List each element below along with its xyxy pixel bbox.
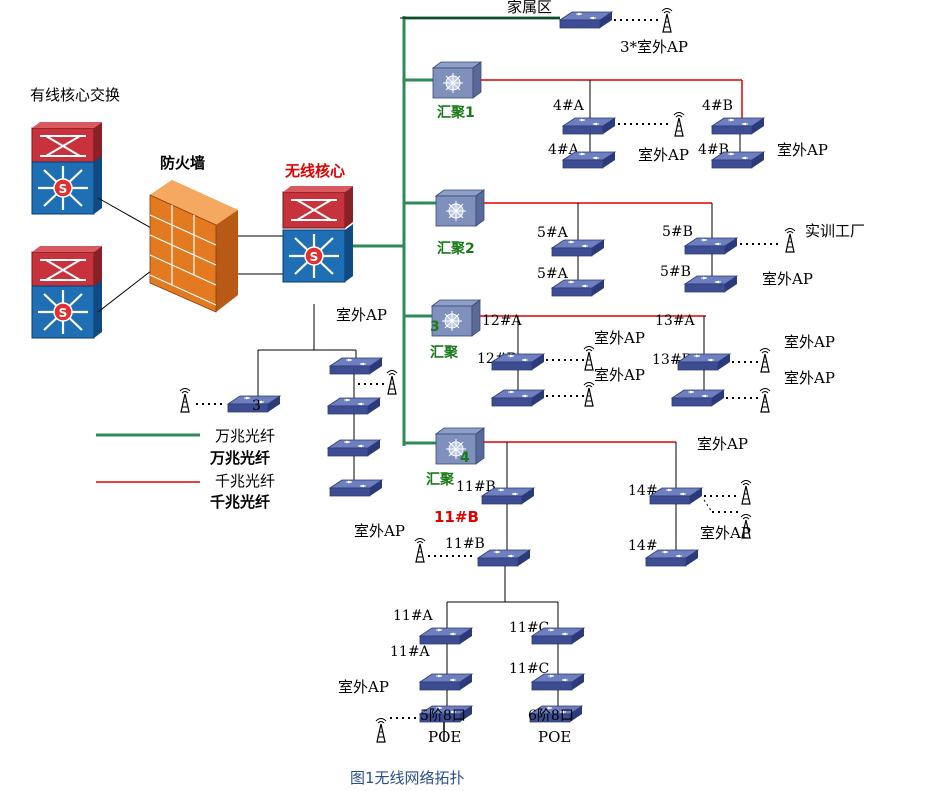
b5a-label-1: 5#A <box>537 225 569 241</box>
wired-core-switch-2 <box>30 245 104 340</box>
wcore-chain-switch-2 <box>327 397 381 415</box>
b13-ap1-label: 室外AP <box>784 333 835 351</box>
b11b-label-1: 11#B <box>456 479 496 495</box>
b11b-ap-icon <box>414 537 426 563</box>
b14-switch-2 <box>645 549 699 567</box>
wcore-left-ap-icon <box>179 387 191 413</box>
wired-core-label: 有线核心交换 <box>30 86 120 104</box>
b12a-label: 12#A <box>482 313 523 329</box>
b4b-switch-2 <box>711 151 765 169</box>
b11a-switch-1 <box>419 627 473 645</box>
b14-ap1-icon <box>740 479 752 505</box>
b11b-switch-1 <box>481 487 535 505</box>
aggregation-2-label: 汇聚2 <box>437 241 475 257</box>
b12-switch-2 <box>491 389 545 407</box>
b12-ap2-icon <box>583 381 595 407</box>
family-ap-label: 3*室外AP <box>620 38 688 56</box>
legend-10g-label: 万兆光纤 <box>215 427 275 445</box>
b13-switch-2 <box>671 389 725 407</box>
family-ap-icon <box>661 7 673 33</box>
b5b-switch-1 <box>684 237 738 255</box>
legend-10g-bold-label: 万兆光纤 <box>209 449 270 467</box>
aggregation-4-label: 汇聚 <box>426 472 455 488</box>
b11b-ap-label: 室外AP <box>354 522 405 540</box>
b4a-switch-2 <box>562 151 616 169</box>
wcore-chain-ap-icon <box>386 369 398 395</box>
b12-switch-1 <box>491 353 545 371</box>
b5b-label-2: 5#B <box>660 264 691 280</box>
b13-ap1-icon <box>759 347 771 373</box>
legend-1g-bold-label: 千兆光纤 <box>210 493 270 511</box>
b11b-red-label: 11#B <box>434 508 479 526</box>
b5b-label-1: 5#B <box>662 224 693 240</box>
b11c-switch-1 <box>531 627 585 645</box>
b13-ap2-label: 室外AP <box>784 369 835 387</box>
wcore-chain-switch-4 <box>329 479 383 497</box>
legend-1g-label: 千兆光纤 <box>215 472 275 490</box>
b5a-switch-1 <box>551 239 605 257</box>
wcore-left-num: 3 <box>252 398 261 414</box>
training-factory-label: 实训工厂 <box>805 222 865 240</box>
b14-ap-label: 室外AP <box>700 524 751 542</box>
b5a-label-2: 5#A <box>537 266 569 282</box>
agg1-gig-fiber <box>481 79 743 120</box>
b11b-label-2: 11#B <box>445 536 485 552</box>
firewall-label: 防火墙 <box>160 154 205 172</box>
b5a-switch-2 <box>551 279 605 297</box>
legend: 万兆光纤 万兆光纤 千兆光纤 千兆光纤 <box>96 427 275 511</box>
b11a-ap-label: 室外AP <box>338 678 389 696</box>
agg4-ap-label: 室外AP <box>697 435 748 453</box>
b5b-ap-label: 室外AP <box>762 270 813 288</box>
family-area-label: 家属区 <box>507 0 552 16</box>
b4a-label-1: 4#A <box>553 98 585 114</box>
b5b-ap-icon <box>784 227 796 253</box>
poe5-ports-label: 5阶8口 <box>420 708 466 724</box>
aggregation-2-switch <box>435 189 485 227</box>
b11a-label-2: 11#A <box>390 644 431 660</box>
b11b-switch-2 <box>477 549 531 567</box>
b14-label-1: 14# <box>628 483 658 499</box>
wireless-core-switch <box>281 185 355 284</box>
aggregation-3-label: 汇聚 <box>430 345 459 361</box>
b11c-switch-2 <box>531 673 585 691</box>
wireless-core-label: 无线核心 <box>284 162 345 180</box>
wcore-chain-switch-3 <box>327 439 381 457</box>
poe6-label: POE <box>538 728 571 746</box>
poe5-label: POE <box>428 728 461 746</box>
b11c-label-2: 11#C <box>509 661 549 677</box>
poe6-ports-label: 6阶8口 <box>528 708 574 724</box>
b4a-switch-1 <box>562 117 616 135</box>
firewall-icon <box>149 180 238 313</box>
b14-switch-1 <box>649 487 703 505</box>
b11a-switch-2 <box>419 673 473 691</box>
aggregation-4-number: 4 <box>460 450 470 466</box>
b4b-switch-1 <box>711 117 765 135</box>
b13a-label: 13#A <box>655 313 696 329</box>
wired-core-switch-1 <box>30 121 104 216</box>
b14-ap-branch <box>703 499 713 513</box>
family-area-switch <box>559 11 613 29</box>
aggregation-3-number: 3 <box>430 319 440 335</box>
b12-ap2-label: 室外AP <box>594 366 645 384</box>
b14-label-2: 14# <box>628 538 658 554</box>
b4b-label-1: 4#B <box>702 98 733 114</box>
b12-ap1-label: 室外AP <box>594 329 645 347</box>
wcore-chain-switch-1 <box>329 357 383 375</box>
b12-ap1-icon <box>583 345 595 371</box>
b4b-ap-label: 室外AP <box>777 141 828 159</box>
b5b-switch-2 <box>684 275 738 293</box>
figure-caption: 图1无线网络拓扑 <box>350 769 465 787</box>
b4a-ap-icon <box>673 111 685 137</box>
b13-switch-1 <box>677 353 731 371</box>
wcore-ap-label: 室外AP <box>336 306 387 324</box>
aggregation-1-label: 汇聚1 <box>437 105 475 121</box>
aggregation-1-switch <box>432 61 482 99</box>
b4a-ap-label: 室外AP <box>638 146 689 164</box>
b11a-label-1: 11#A <box>393 608 434 624</box>
b13-ap2-icon <box>759 387 771 413</box>
b11a-ap-icon <box>375 717 387 743</box>
